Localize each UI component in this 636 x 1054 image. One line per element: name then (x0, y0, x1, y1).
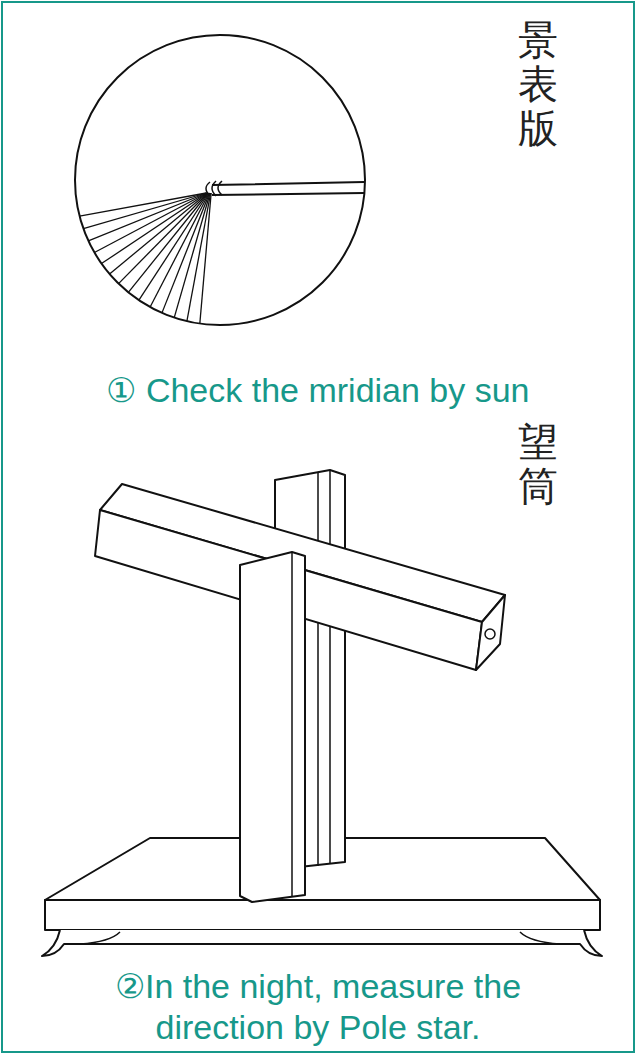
hour-line (102, 193, 208, 264)
hour-line (150, 193, 209, 307)
caption: ②In the night, measure the direction by … (78, 966, 558, 1048)
hour-line (83, 193, 206, 229)
hour-line (94, 193, 206, 253)
sighting-tube (42, 470, 602, 956)
hour-line (110, 193, 208, 274)
caption: ① Check the mridian by sun (0, 370, 636, 411)
hour-line (80, 193, 207, 216)
vertical-title: 望筒 (518, 420, 558, 508)
hour-line (88, 193, 206, 241)
sundial-board (75, 35, 365, 325)
vertical-title: 景表版 (518, 18, 558, 150)
